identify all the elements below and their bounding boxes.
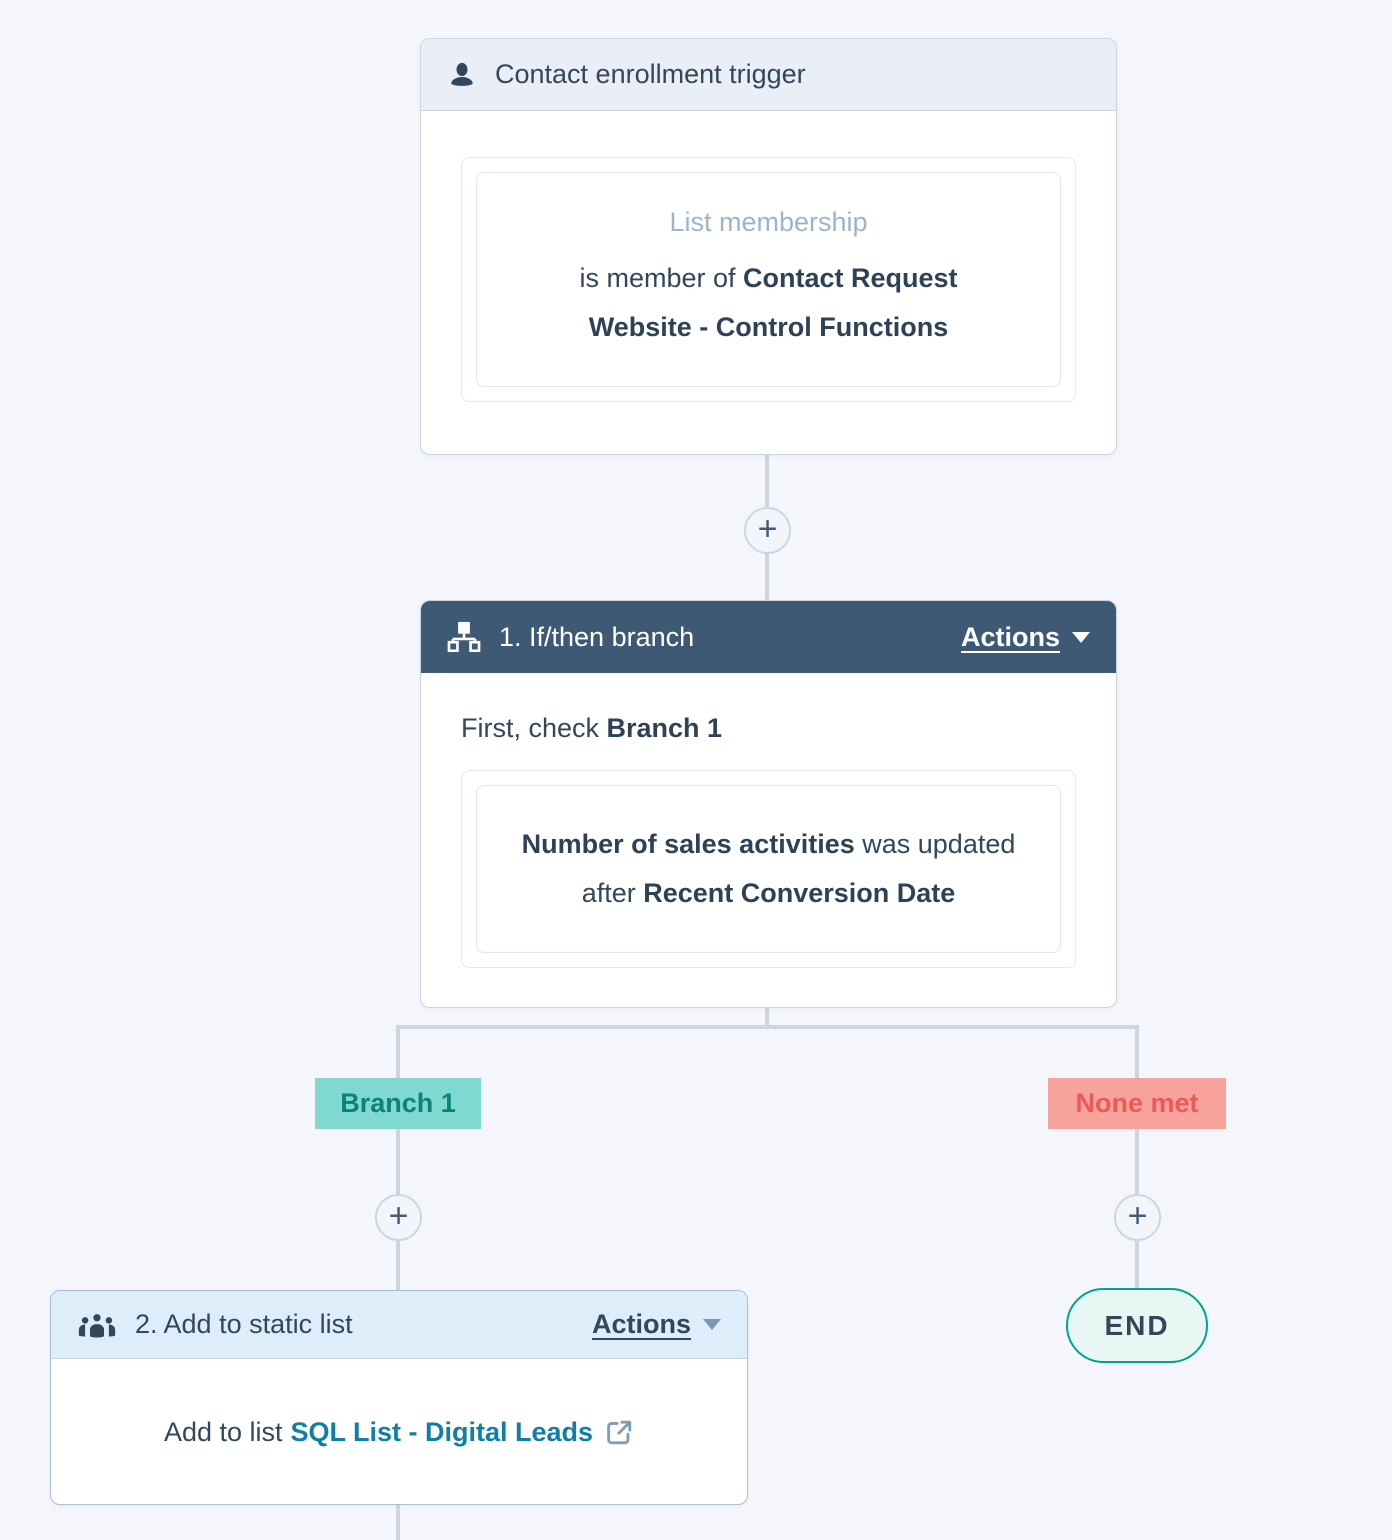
connector-split-horizontal <box>396 1025 1139 1029</box>
if-then-card-body: First, check Branch 1 Number of sales ac… <box>421 673 1116 1007</box>
sitemap-icon <box>447 621 481 653</box>
criteria-prefix: is member of <box>579 263 743 293</box>
action-card-title: 2. Add to static list <box>135 1309 353 1339</box>
condition-operator: was updated after <box>581 829 1016 908</box>
connector-branch1-vertical <box>396 1025 400 1290</box>
intro-branch-name: Branch 1 <box>606 713 723 743</box>
add-step-button-branch1[interactable]: + <box>375 1194 422 1241</box>
condition-text: Number of sales activities was updated a… <box>507 820 1030 918</box>
trigger-criteria-text: is member of Contact Request Website - C… <box>544 254 994 352</box>
caret-down-icon <box>1072 631 1090 643</box>
action-body-prefix: Add to list <box>163 1416 283 1447</box>
trigger-criteria-outer-box: List membership is member of Contact Req… <box>461 157 1076 402</box>
condition-box[interactable]: Number of sales activities was updated a… <box>476 785 1061 953</box>
add-step-button-top[interactable]: + <box>744 507 791 554</box>
condition-outer-box: Number of sales activities was updated a… <box>461 770 1076 968</box>
condition-property: Number of sales activities <box>521 829 855 859</box>
end-node: END <box>1066 1288 1208 1363</box>
if-then-card-header: 1. If/then branch Actions <box>421 601 1116 673</box>
external-link-icon[interactable] <box>605 1418 634 1447</box>
add-step-button-nonemet[interactable]: + <box>1114 1194 1161 1241</box>
add-to-static-list-card[interactable]: 2. Add to static list Actions Add to lis… <box>50 1290 748 1505</box>
actions-label: Actions <box>960 621 1060 652</box>
connector-nonemet-vertical <box>1135 1025 1139 1290</box>
if-then-branch-card[interactable]: 1. If/then branch Actions First, check B… <box>420 600 1117 1008</box>
caret-down-icon <box>703 1319 721 1330</box>
trigger-card[interactable]: Contact enrollment trigger List membersh… <box>420 38 1117 455</box>
trigger-card-title: Contact enrollment trigger <box>495 59 806 89</box>
branch1-label[interactable]: Branch 1 <box>315 1078 481 1129</box>
branch-intro-text: First, check Branch 1 <box>461 713 1076 744</box>
trigger-card-header: Contact enrollment trigger <box>421 39 1116 111</box>
contacts-group-icon <box>78 1311 116 1339</box>
actions-label: Actions <box>591 1309 691 1339</box>
trigger-card-body: List membership is member of Contact Req… <box>421 111 1116 442</box>
trigger-filter-type: List membership <box>669 207 868 237</box>
if-then-actions-menu[interactable]: Actions <box>961 622 1090 653</box>
criteria-list-name: Contact Request Website - Control Functi… <box>588 263 958 342</box>
trigger-criteria-box[interactable]: List membership is member of Contact Req… <box>476 172 1061 387</box>
intro-prefix: First, check <box>461 713 607 743</box>
condition-value: Recent Conversion Date <box>643 878 956 908</box>
contact-icon <box>451 62 473 86</box>
action-card-header: 2. Add to static list Actions <box>51 1291 747 1359</box>
none-met-label[interactable]: None met <box>1048 1078 1226 1129</box>
static-list-link[interactable]: SQL List - Digital Leads <box>290 1416 594 1447</box>
connector-below-action-card <box>396 1505 400 1540</box>
connector-branch-stub <box>765 1008 769 1029</box>
action-card-actions-menu[interactable]: Actions <box>592 1309 721 1340</box>
if-then-card-title: 1. If/then branch <box>499 621 695 652</box>
action-card-body: Add to list SQL List - Digital Leads <box>51 1359 747 1504</box>
